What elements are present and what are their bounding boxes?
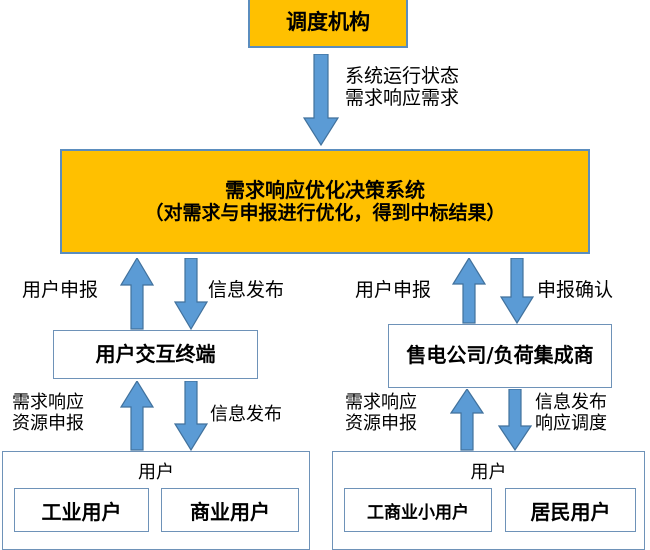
- node-user-interaction-terminal-label: 用户交互终端: [95, 341, 216, 366]
- arrow-down-info-release-dispatch: [498, 389, 532, 451]
- edge-label-info-release-dispatch: 信息发布 响应调度: [535, 392, 607, 434]
- node-small-commercial-user-label: 工商业小用户: [367, 502, 469, 523]
- group-users-right: 用户 工商业小用户 居民用户: [332, 451, 645, 550]
- node-residential-user-label: 居民用户: [530, 499, 611, 524]
- edge-label-resource-declaration-left: 需求响应 资源申报: [12, 392, 84, 434]
- node-demand-response-system-line2: （对需求与申报进行优化，得到中标结果）: [144, 202, 506, 225]
- group-users-left: 用户 工业用户 商业用户: [2, 451, 310, 550]
- group-users-right-title: 用户: [470, 462, 507, 483]
- node-commercial-user[interactable]: 商业用户: [161, 488, 299, 532]
- node-small-commercial-user[interactable]: 工商业小用户: [344, 488, 492, 532]
- arrow-down-info-release-left: [174, 258, 208, 330]
- edge-label-info-release-left: 信息发布: [208, 279, 285, 301]
- arrow-down-dispatch-to-system: [303, 54, 339, 146]
- group-users-left-title: 用户: [138, 462, 174, 483]
- arrow-down-declaration-confirm: [500, 258, 534, 324]
- arrow-down-info-release-left-lower: [174, 381, 208, 451]
- node-retailer-load-aggregator[interactable]: 售电公司/负荷集成商: [388, 324, 612, 388]
- node-retailer-load-aggregator-label: 售电公司/负荷集成商: [406, 343, 594, 368]
- edge-label-resource-declaration-right: 需求响应 资源申报: [345, 392, 417, 434]
- edge-label-user-declaration-right: 用户申报: [355, 279, 432, 301]
- node-demand-response-system[interactable]: 需求响应优化决策系统 （对需求与申报进行优化，得到中标结果）: [60, 149, 590, 254]
- edge-label-user-declaration-left: 用户申报: [22, 279, 99, 301]
- node-user-interaction-terminal[interactable]: 用户交互终端: [53, 330, 258, 379]
- edge-label-info-release-left-lower: 信息发布: [210, 404, 282, 425]
- arrow-up-user-declaration-right: [452, 258, 486, 324]
- node-demand-response-system-line1: 需求响应优化决策系统: [225, 177, 425, 202]
- arrow-up-resource-declaration-right: [450, 389, 484, 451]
- arrow-up-resource-declaration-left: [120, 381, 154, 451]
- node-commercial-user-label: 商业用户: [190, 499, 270, 524]
- node-industrial-user[interactable]: 工业用户: [14, 488, 149, 532]
- node-dispatch-organization[interactable]: 调度机构: [248, 0, 408, 48]
- arrow-up-user-declaration-left: [120, 258, 154, 330]
- node-residential-user[interactable]: 居民用户: [505, 488, 636, 532]
- node-dispatch-organization-label: 调度机构: [286, 9, 370, 34]
- edge-label-system-status: 系统运行状态 需求响应需求: [345, 65, 460, 109]
- edge-label-declaration-confirm: 申报确认: [537, 279, 614, 301]
- node-industrial-user-label: 工业用户: [41, 499, 122, 524]
